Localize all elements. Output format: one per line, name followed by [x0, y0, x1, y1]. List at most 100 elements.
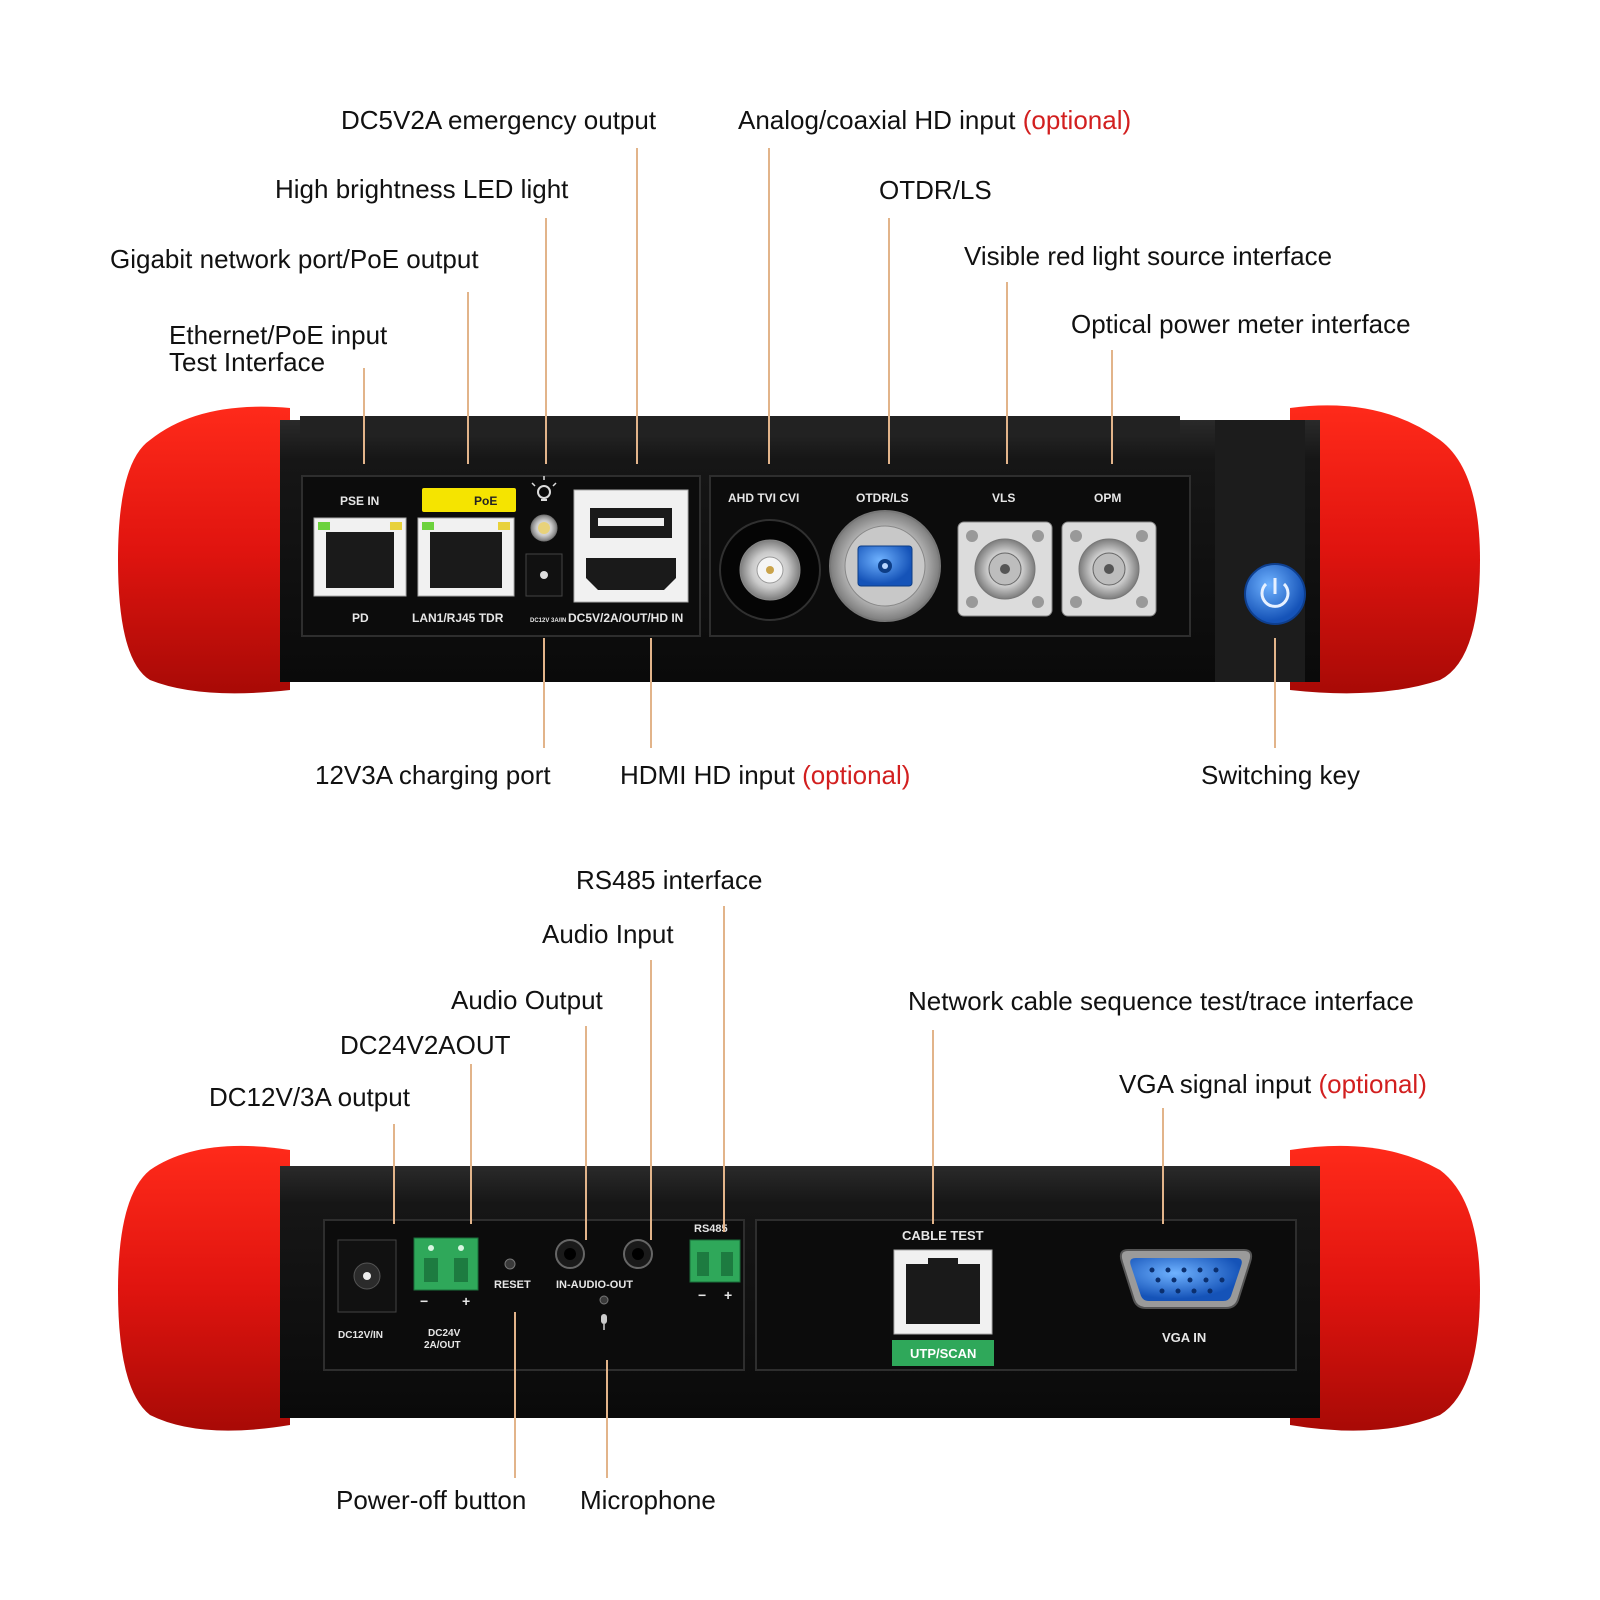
callout-dc12v-out: DC12V/3A output: [209, 1083, 410, 1111]
leader-hdmi: [650, 638, 652, 748]
callout-text: Network cable sequence test/trace interf…: [908, 986, 1414, 1016]
optional-tag: (optional): [1022, 105, 1132, 135]
vls-fc-connector[interactable]: [957, 521, 1053, 617]
label-rs485: RS485: [694, 1223, 728, 1235]
audio-in-jack[interactable]: [555, 1239, 585, 1269]
callout-charging: 12V3A charging port: [315, 761, 551, 789]
callout-text: Optical power meter interface: [1071, 309, 1411, 339]
leader-opm: [1111, 350, 1113, 464]
callout-network-test: Network cable sequence test/trace interf…: [908, 987, 1414, 1015]
cable-test-rj45-port[interactable]: [893, 1249, 993, 1335]
callout-gigabit: Gigabit network port/PoE output: [110, 245, 479, 273]
reset-button[interactable]: [504, 1258, 516, 1270]
otdr-sc-connector[interactable]: [829, 510, 941, 622]
bulb-icon: [531, 476, 557, 501]
callout-text: OTDR/LS: [879, 175, 992, 205]
callout-opm-interface: Optical power meter interface: [1071, 310, 1411, 338]
leader-audio-output: [585, 1026, 587, 1240]
leader-power-off: [514, 1312, 516, 1478]
label-poe: PoE: [474, 494, 497, 508]
top-right-bumper: [1290, 405, 1480, 694]
opm-fc-connector[interactable]: [1061, 521, 1157, 617]
label-pse-in: PSE IN: [340, 494, 379, 508]
leader-dc5v2a: [636, 148, 638, 464]
label-dc24v-2: 2A/OUT: [424, 1340, 461, 1351]
usb-hdmi-block: [573, 489, 689, 603]
rs485-terminal[interactable]: [689, 1239, 741, 1283]
leader-analog-hd: [768, 148, 770, 464]
rj45-pd-port[interactable]: [313, 517, 407, 597]
callout-text: Audio Output: [451, 985, 603, 1015]
label-utp-scan: UTP/SCAN: [910, 1346, 976, 1361]
leader-otdr: [888, 218, 890, 464]
bottom-right-bumper: [1290, 1145, 1480, 1431]
utp-scan-badge: [892, 1340, 994, 1366]
label-otdr-ls: OTDR/LS: [856, 491, 909, 505]
dc12v-in-port[interactable]: [337, 1239, 397, 1313]
label-reset: RESET: [494, 1279, 531, 1291]
callout-text: VGA signal input: [1119, 1069, 1312, 1099]
rj45-lan-port[interactable]: [417, 517, 515, 597]
vga-port[interactable]: [1119, 1249, 1253, 1309]
dc12v-charging-port[interactable]: [525, 553, 563, 597]
callout-text: Gigabit network port/PoE output: [110, 244, 479, 274]
callout-text: Ethernet/PoE input: [169, 320, 388, 350]
label-vls: VLS: [992, 491, 1015, 505]
label-plus-2: +: [724, 1287, 732, 1303]
callout-rs485: RS485 interface: [576, 866, 762, 894]
callout-power-off: Power-off button: [336, 1486, 526, 1514]
label-ahd-tvi-cvi: AHD TVI CVI: [728, 491, 799, 505]
label-minus-2: −: [698, 1287, 706, 1303]
callout-ethernet-line1: Ethernet/PoE input: [169, 321, 387, 349]
callout-text: DC12V/3A output: [209, 1082, 410, 1112]
power-icon: [1260, 578, 1290, 608]
leader-dc12v-out: [393, 1124, 395, 1224]
callout-text: HDMI HD input: [620, 760, 795, 790]
top-left-bumper: [118, 406, 290, 694]
leader-rs485: [723, 906, 725, 1232]
callout-hdmi: HDMI HD input (optional): [620, 761, 910, 789]
dc24v-terminal[interactable]: [413, 1237, 479, 1291]
leader-microphone: [606, 1360, 608, 1478]
leader-switching-key: [1274, 638, 1276, 748]
label-minus-1: −: [420, 1293, 428, 1309]
bottom-device: DC12V/IN DC24V 2A/OUT − + RESET IN-AUDIO…: [118, 1145, 1480, 1431]
bnc-connector[interactable]: [719, 519, 821, 621]
callout-switching-key: Switching key: [1201, 761, 1360, 789]
callout-ethernet-line2: Test Interface: [169, 348, 325, 376]
callout-vls-interface: Visible red light source interface: [964, 242, 1332, 270]
callout-dc5v2a: DC5V2A emergency output: [341, 106, 656, 134]
callout-text: DC5V2A emergency output: [341, 105, 657, 135]
callout-dc24v: DC24V2AOUT: [340, 1031, 511, 1059]
leader-network-test: [932, 1030, 934, 1224]
callout-text: Audio Input: [542, 919, 674, 949]
callout-audio-input: Audio Input: [542, 920, 674, 948]
power-button[interactable]: [1244, 563, 1306, 625]
callout-text: High brightness LED light: [275, 174, 569, 204]
leader-ethernet-poe: [363, 368, 365, 464]
poe-badge: [422, 488, 516, 512]
callout-audio-output: Audio Output: [451, 986, 603, 1014]
label-vga-in: VGA IN: [1162, 1330, 1206, 1345]
label-cable-test: CABLE TEST: [902, 1228, 984, 1243]
leader-dc24v: [470, 1064, 472, 1224]
callout-text: 12V3A charging port: [315, 760, 551, 790]
callout-led-light: High brightness LED light: [275, 175, 568, 203]
hdmi-port[interactable]: [586, 558, 676, 590]
leader-led: [545, 218, 547, 464]
callout-otdr: OTDR/LS: [879, 176, 992, 204]
led-light: [530, 514, 558, 542]
callout-text: DC24V2AOUT: [340, 1030, 511, 1060]
callout-text: Test Interface: [169, 347, 326, 377]
optional-tag: (optional): [802, 760, 911, 790]
microphone-icon: [601, 1314, 607, 1330]
callout-microphone: Microphone: [580, 1486, 716, 1514]
leader-charging: [543, 638, 545, 748]
microphone-hole: [599, 1295, 609, 1305]
callout-text: Visible red light source interface: [964, 241, 1333, 271]
bottom-left-bumper: [118, 1145, 290, 1431]
label-dc12v-small: DC12V 3A/IN: [530, 618, 566, 624]
audio-out-jack[interactable]: [623, 1239, 653, 1269]
